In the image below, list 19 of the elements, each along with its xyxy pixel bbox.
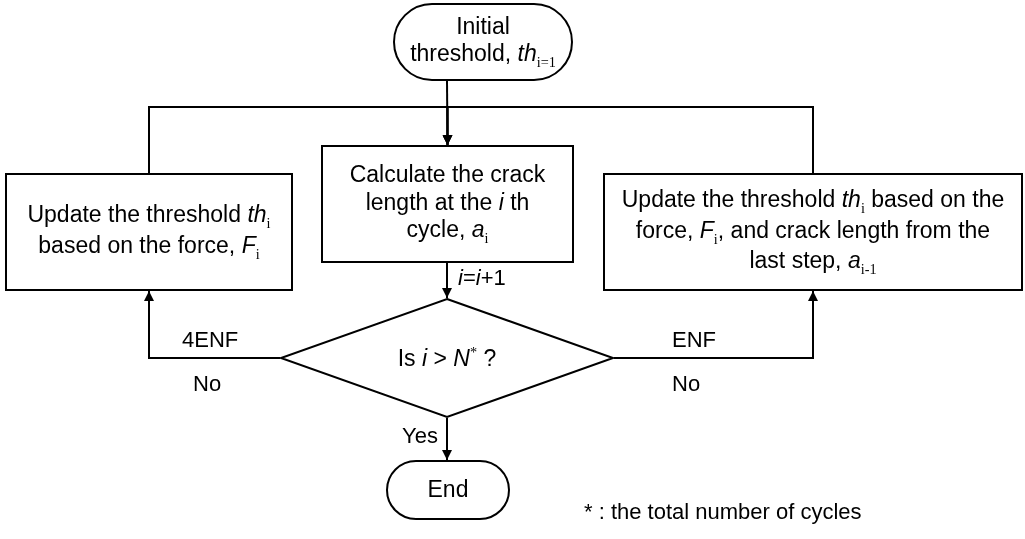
footnote: * : the total number of cycles: [584, 500, 862, 525]
node-text: Initial threshold, th$_{i=1}$: [409, 12, 557, 72]
node-text: Update the threshold th$_{i}$ based on the force, F$_{i}$, and crack length from the last step, a$_{i-1}$: [620, 185, 1006, 279]
decision-diamond: [280, 298, 614, 418]
arrow: [442, 106, 814, 174]
process-box: [603, 173, 1023, 291]
branch-label: No: [672, 372, 701, 397]
arrow: [144, 290, 281, 359]
node-text: Calculate the crack length at the i th cycle, a$_{i}$: [348, 161, 547, 247]
node-text: Update the threshold th$_{i}$ based on the force, F$_{i}$: [26, 201, 272, 263]
node-text: End: [427, 476, 469, 504]
process-box: [321, 145, 574, 263]
arrow: [442, 417, 452, 461]
node-text: Is i > N$^{*}$ ?: [397, 343, 497, 373]
arrow: [442, 262, 452, 299]
process-box: [5, 173, 293, 291]
arrow: [613, 290, 818, 359]
terminal-shape: [386, 460, 510, 520]
branch-label: No: [193, 372, 222, 397]
